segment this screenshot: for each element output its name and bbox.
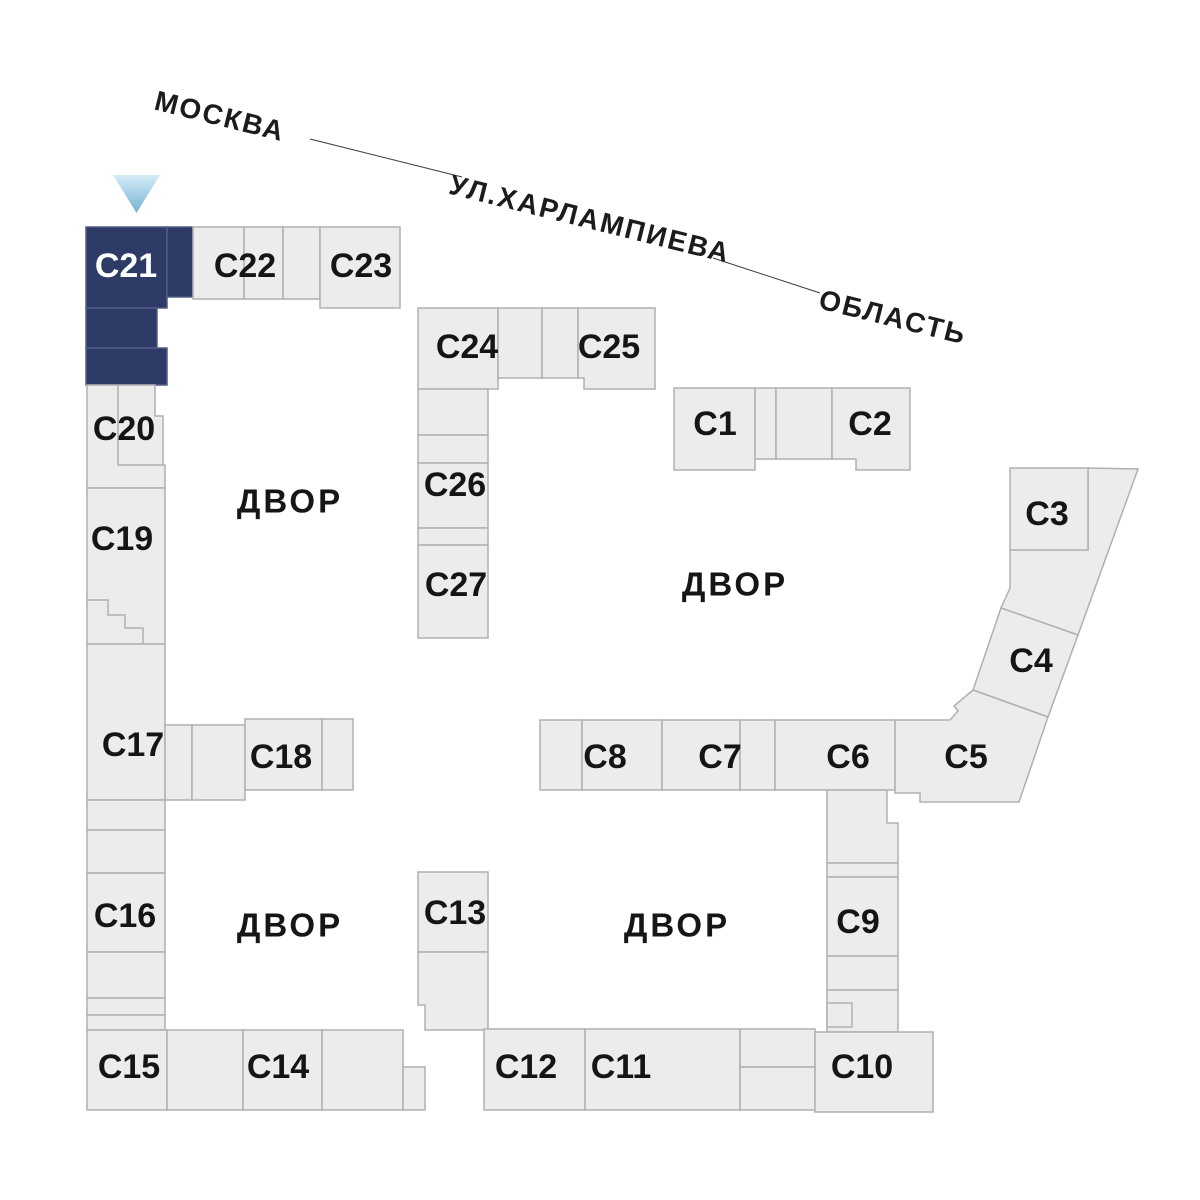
building-c20[interactable]: C20	[86, 384, 166, 489]
selected-building-pointer-icon	[113, 175, 160, 213]
building-section[interactable]	[831, 387, 911, 471]
building-section[interactable]	[417, 388, 489, 436]
building-section[interactable]	[775, 387, 833, 460]
direction-label-oblast: ОБЛАСТЬ	[816, 284, 970, 351]
building-section[interactable]	[826, 789, 899, 864]
building-section[interactable]	[661, 719, 741, 791]
building-c26[interactable]: C26	[417, 388, 489, 529]
building-section[interactable]	[243, 226, 284, 300]
building-section[interactable]	[191, 724, 246, 801]
courtyard-label: ДВОР	[237, 483, 343, 520]
building-section[interactable]	[739, 1066, 816, 1111]
building-section[interactable]	[581, 719, 663, 791]
building-section[interactable]	[541, 307, 579, 379]
building-c12[interactable]: C12	[483, 1028, 586, 1111]
courtyard-label: ДВОР	[624, 907, 730, 944]
building-section[interactable]	[85, 307, 158, 349]
building-c16[interactable]: C16	[86, 799, 166, 1031]
building-section[interactable]	[417, 527, 489, 546]
building-section[interactable]	[826, 876, 899, 957]
building-c23[interactable]: C23	[319, 226, 401, 309]
courtyard-labels: ДВОР ДВОР ДВОР ДВОР	[237, 483, 788, 944]
courtyard-label: ДВОР	[682, 566, 788, 603]
building-c6[interactable]: C6	[774, 719, 899, 864]
building-section[interactable]	[166, 226, 194, 298]
building-c9[interactable]: C9	[826, 862, 899, 1033]
building-c1[interactable]: C1	[673, 387, 833, 471]
building-c22[interactable]: C22	[192, 226, 321, 300]
street-name-label: УЛ.ХАРЛАМПИЕВА	[446, 169, 734, 269]
building-c25[interactable]: C25	[577, 307, 656, 390]
building-section[interactable]	[86, 829, 166, 874]
building-section[interactable]	[321, 1029, 404, 1111]
building-section[interactable]	[244, 718, 323, 791]
building-section[interactable]	[319, 226, 401, 309]
building-section[interactable]	[402, 1066, 426, 1111]
building-c27[interactable]: C27	[417, 527, 489, 639]
building-section[interactable]	[417, 544, 489, 639]
building-section[interactable]	[86, 1029, 168, 1111]
building-section[interactable]	[539, 719, 583, 791]
street-guide-line	[712, 257, 821, 294]
street-guide-line	[309, 138, 463, 178]
building-c21[interactable]: C21	[85, 226, 194, 386]
building-section[interactable]	[321, 718, 354, 791]
building-section[interactable]	[577, 307, 656, 390]
building-section[interactable]	[417, 434, 489, 464]
building-section[interactable]	[86, 872, 166, 953]
building-section[interactable]	[85, 226, 168, 309]
building-section[interactable]	[417, 871, 489, 953]
building-stair-line	[87, 599, 144, 644]
building-section[interactable]	[826, 1002, 853, 1028]
building-section[interactable]	[86, 997, 166, 1016]
building-section[interactable]	[584, 1028, 741, 1111]
building-section[interactable]	[826, 862, 899, 878]
building-section[interactable]	[754, 387, 777, 460]
building-section[interactable]	[814, 1031, 934, 1113]
building-c3[interactable]: C3	[999, 467, 1140, 636]
building-c10[interactable]: C10	[814, 1031, 934, 1113]
building-c8[interactable]: C8	[539, 719, 663, 791]
building-section[interactable]	[483, 1028, 586, 1111]
building-section[interactable]	[826, 955, 899, 991]
building-section[interactable]	[774, 719, 896, 791]
courtyard-label: ДВОР	[237, 907, 343, 944]
building-section[interactable]	[86, 1014, 166, 1031]
building-section[interactable]	[673, 387, 756, 471]
building-section[interactable]	[1009, 467, 1089, 551]
building-c17[interactable]: C17	[86, 643, 246, 801]
building-section[interactable]	[242, 1029, 323, 1111]
building-section[interactable]	[282, 226, 321, 300]
building-c14[interactable]: C14	[242, 1029, 426, 1111]
building-section[interactable]	[192, 226, 245, 300]
building-c13[interactable]: C13	[417, 871, 489, 1031]
building-c11[interactable]: C11	[584, 1028, 816, 1111]
building-c24[interactable]: C24	[417, 307, 579, 390]
building-inner-line	[117, 385, 163, 466]
building-section[interactable]	[166, 1029, 244, 1111]
building-section[interactable]	[497, 307, 543, 379]
building-section[interactable]	[86, 487, 166, 645]
building-section[interactable]	[417, 951, 489, 1031]
building-section[interactable]	[86, 643, 166, 801]
building-c19[interactable]: C19	[86, 487, 166, 645]
building-section[interactable]	[739, 719, 776, 791]
building-section[interactable]	[164, 724, 193, 801]
building-section[interactable]	[86, 384, 166, 489]
building-c7[interactable]: C7	[661, 719, 776, 791]
building-section[interactable]	[894, 689, 1049, 803]
building-c2[interactable]: C2	[831, 387, 911, 471]
building-section[interactable]	[417, 462, 489, 529]
building-section[interactable]	[417, 307, 499, 390]
direction-label-moscow: МОСКВА	[151, 85, 288, 147]
building-section[interactable]	[739, 1028, 816, 1068]
building-c18[interactable]: C18	[244, 718, 354, 791]
building-section[interactable]	[86, 951, 166, 999]
building-section[interactable]	[85, 347, 168, 386]
building-c15[interactable]: C15	[86, 1029, 244, 1111]
building-section[interactable]	[86, 799, 166, 831]
